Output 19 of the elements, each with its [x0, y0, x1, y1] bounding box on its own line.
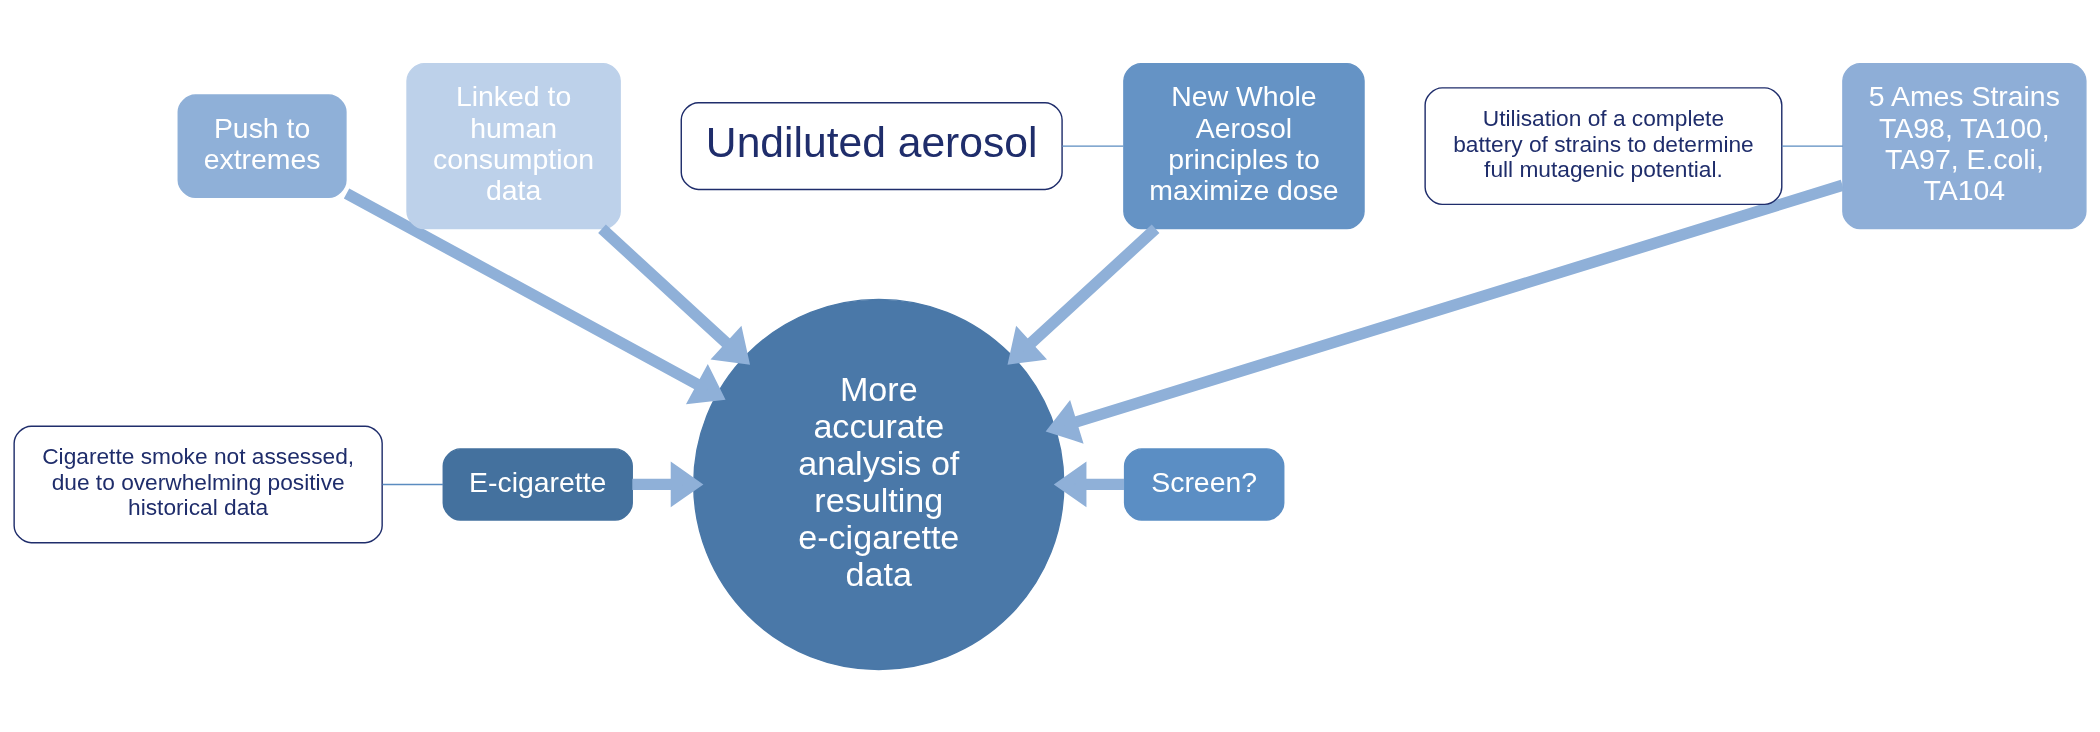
node-box: Screen? [1123, 447, 1285, 521]
node-box: Cigarette smoke not assessed, due to overwhelming positive historical data [13, 424, 383, 543]
node-box: Utilisation of a complete battery of strains to determine full mutagenic potential. [1424, 86, 1783, 205]
arrow [1045, 179, 1845, 444]
node-box: Undiluted aerosol [680, 101, 1063, 190]
arrow [1053, 461, 1125, 507]
node-box: Push to extremes [177, 93, 347, 198]
arrow [598, 224, 751, 365]
node-box: 5 Ames Strains TA98, TA100, TA97, E.coli, TA104 [1842, 62, 2087, 229]
connector [1781, 144, 1844, 147]
connector [381, 483, 444, 485]
node-circle: More accurate analysis of resulting e-cigarette data [693, 298, 1065, 670]
node-box: Linked to human consumption data [406, 62, 621, 229]
arrow [632, 461, 704, 507]
node-box: New Whole Aerosol principles to maximize dose [1123, 62, 1365, 229]
node-box: E-cigarette [442, 447, 633, 521]
connector [1061, 144, 1124, 147]
arrow [343, 187, 726, 404]
arrow [1007, 224, 1160, 365]
